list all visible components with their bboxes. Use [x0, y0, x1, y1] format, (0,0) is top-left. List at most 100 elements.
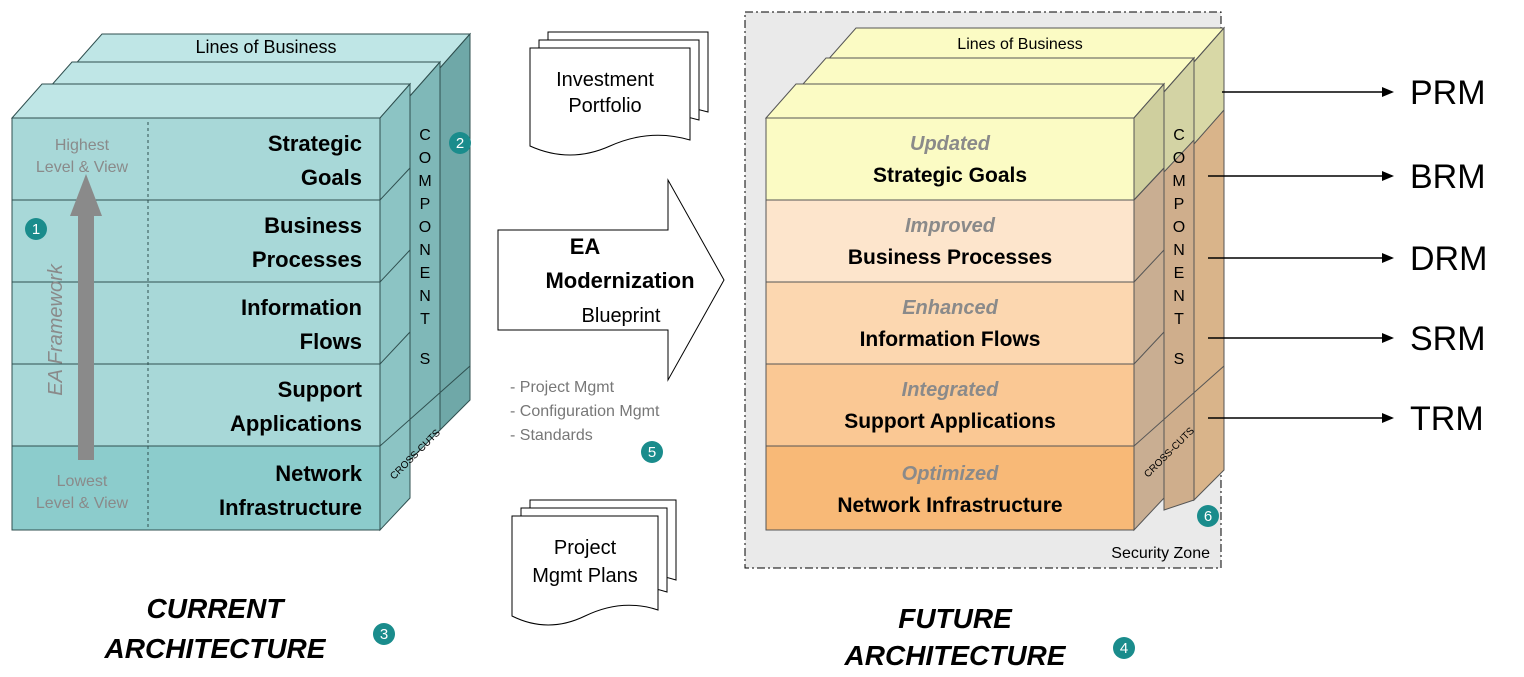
badge-1: [25, 218, 47, 240]
badge-6-text: 6: [1204, 508, 1212, 525]
current-row-business-processes: [11, 199, 381, 283]
future-qualifier: Integrated: [902, 379, 999, 401]
badge-6: [1197, 505, 1219, 527]
future-title-l1: FUTURE: [898, 603, 1013, 634]
component-letter: N: [419, 242, 431, 259]
investment-l2: Portfolio: [568, 95, 641, 117]
current-highest-l1: Highest: [55, 137, 110, 154]
current-row-label: Support: [278, 377, 363, 402]
component-letter: O: [1173, 219, 1185, 236]
component-letter: O: [419, 150, 431, 167]
badge-5: [641, 441, 663, 463]
component-letter: S: [1174, 351, 1185, 368]
current-row-label: Business: [264, 213, 362, 238]
trm-label: TRM: [1410, 400, 1484, 438]
component-letter: E: [1174, 265, 1185, 282]
investment-portfolio-doc: [529, 31, 709, 156]
badge-2: [449, 132, 471, 154]
current-row-labels: Strategic Goals Business Processes Infor…: [219, 131, 363, 520]
srm-label: SRM: [1410, 320, 1486, 358]
component-letter: C: [419, 127, 431, 144]
future-row-information-flows: [765, 281, 1135, 365]
arrow-l1: EA: [570, 234, 601, 259]
current-row-label: Goals: [301, 165, 362, 190]
current-highest-l2: Level & View: [36, 159, 129, 176]
future-row-strategic-goals: [765, 117, 1135, 201]
security-zone-label: Security Zone: [1111, 545, 1210, 562]
badge-3-text: 3: [380, 626, 388, 643]
framework-arrow-head: [70, 174, 102, 216]
future-row-name: Network Infrastructure: [837, 494, 1062, 517]
future-qualifier: Improved: [905, 215, 996, 237]
reference-model-labels: PRM BRM DRM SRM TRM: [1410, 74, 1487, 438]
mgmt-list-item: - Configuration Mgmt: [510, 403, 660, 420]
component-letter: P: [1174, 196, 1185, 213]
future-lines-of-business: Lines of Business: [957, 36, 1082, 53]
brm-label: BRM: [1410, 158, 1486, 196]
investment-l1: Investment: [556, 69, 654, 91]
current-row-label: Information: [241, 295, 362, 320]
arrow-l3: Blueprint: [582, 305, 661, 327]
current-row-network-infrastructure: [11, 445, 381, 531]
current-row-label: Processes: [252, 247, 362, 272]
current-lines-of-business: Lines of Business: [195, 37, 336, 57]
future-row-support-applications: [765, 363, 1135, 447]
project-l1: Project: [554, 537, 617, 559]
component-letter: O: [419, 219, 431, 236]
current-row-support-applications: [11, 363, 381, 447]
future-row-network-infrastructure: [765, 445, 1135, 531]
modernization-blueprint-arrow: [497, 178, 725, 382]
badge-4: [1113, 637, 1135, 659]
component-letter: N: [419, 288, 431, 305]
future-row-name: Support Applications: [844, 410, 1056, 433]
prm-label: PRM: [1410, 74, 1486, 112]
badge-3: [373, 623, 395, 645]
future-architecture-cube: [764, 26, 1226, 532]
current-title-l2: ARCHITECTURE: [104, 633, 327, 664]
badge-5-text: 5: [648, 444, 656, 461]
ea-framework-label: EA Framework: [45, 263, 67, 396]
badge-1-text: 1: [32, 221, 40, 238]
future-qualifier: Optimized: [902, 463, 999, 485]
component-letter: T: [1174, 311, 1184, 328]
future-front-layer-top: [764, 83, 1166, 119]
future-row-business-processes: [765, 199, 1135, 283]
component-letter: M: [1172, 173, 1185, 190]
project-mgmt-plans-doc: [511, 499, 677, 626]
component-letter: M: [418, 173, 431, 190]
project-l2: Mgmt Plans: [532, 565, 638, 587]
component-letter: S: [420, 351, 431, 368]
badge-2-text: 2: [456, 135, 464, 152]
future-row-name: Business Processes: [848, 246, 1052, 269]
component-letter: O: [1173, 150, 1185, 167]
reference-model-arrows: [1208, 87, 1394, 423]
future-title-l2: ARCHITECTURE: [844, 640, 1067, 671]
badge-4-text: 4: [1120, 640, 1128, 657]
current-lowest-l2: Level & View: [36, 495, 129, 512]
current-row-strategic-goals: [11, 117, 381, 201]
component-letter: C: [1173, 127, 1185, 144]
component-letter: T: [420, 311, 430, 328]
future-qualifier: Updated: [910, 133, 991, 155]
current-title-l1: CURRENT: [147, 593, 287, 624]
current-lowest-l1: Lowest: [57, 473, 108, 490]
current-architecture-cube: [10, 32, 472, 532]
current-row-label: Strategic: [268, 131, 362, 156]
drm-label: DRM: [1410, 240, 1487, 278]
future-row-labels: Updated Strategic Goals Improved Busines…: [837, 133, 1062, 517]
current-row-information-flows: [11, 281, 381, 365]
mgmt-list-item: - Standards: [510, 427, 593, 444]
current-row-label: Applications: [230, 411, 362, 436]
component-letter: N: [1173, 288, 1185, 305]
component-letter: N: [1173, 242, 1185, 259]
arrow-l2: Modernization: [545, 268, 694, 293]
current-row-label: Network: [275, 461, 363, 486]
current-components-letters: C O M P O N E N T S: [418, 127, 431, 368]
current-row-label: Flows: [300, 329, 362, 354]
future-qualifier: Enhanced: [902, 297, 998, 319]
component-letter: P: [420, 196, 431, 213]
future-components-letters: C O M P O N E N T S: [1172, 127, 1185, 368]
number-badges: 1 2 3 4 5 6: [25, 132, 1219, 659]
current-front-layer-top: [10, 83, 412, 119]
